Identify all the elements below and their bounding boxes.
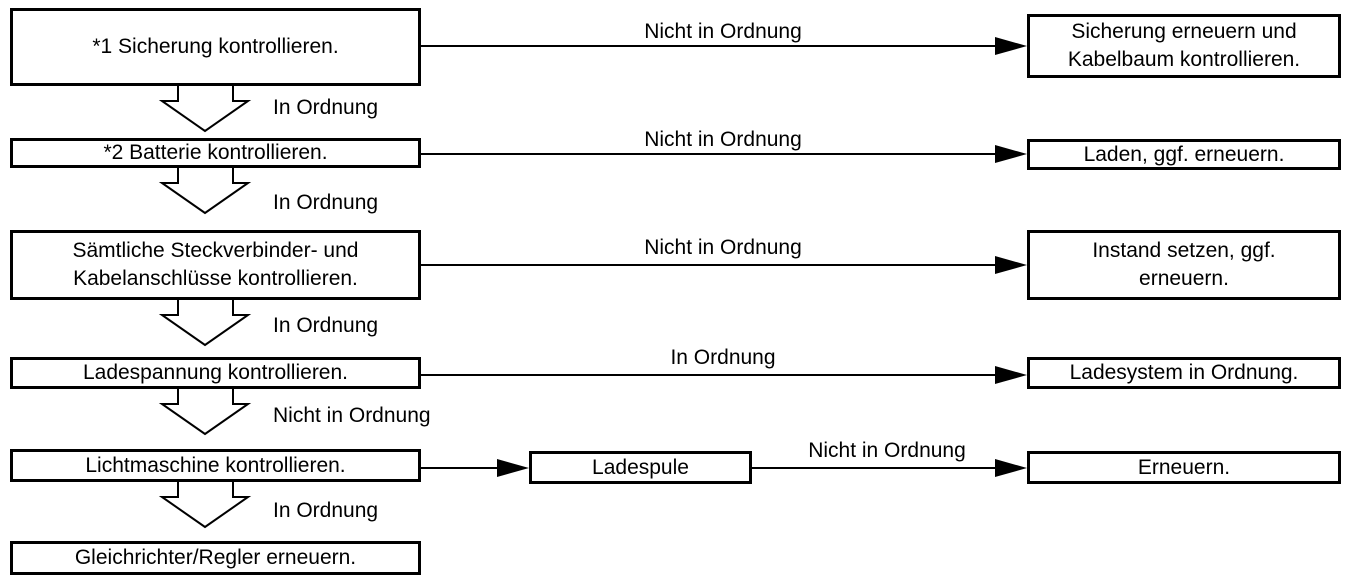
- down-arrow-1: [158, 84, 252, 133]
- down-label-1: In Ordnung: [273, 96, 379, 119]
- branch-line-3: [419, 256, 1027, 274]
- branch-line-5b: [751, 459, 1027, 477]
- branch-line-1: [419, 37, 1027, 55]
- step-text-battery: *2 Batterie kontrollieren.: [103, 141, 328, 164]
- down-arrow-5: [158, 480, 252, 529]
- step-text-fuse: *1 Sicherung kontrollieren.: [92, 35, 339, 58]
- step-text-alternator: Lichtmaschine kontrollieren.: [85, 453, 346, 477]
- branch-line-2: [419, 145, 1027, 163]
- step-text-charging-voltage: Ladespannung kontrollieren.: [82, 361, 349, 384]
- result-box-replace: Erneuern.: [1027, 451, 1341, 484]
- step-text-rectifier: Gleichrichter/Regler erneuern.: [74, 546, 357, 569]
- down-label-3: In Ordnung: [273, 314, 379, 337]
- branch-label-3: Nicht in Ordnung: [644, 236, 802, 259]
- down-arrow-2: [158, 166, 252, 215]
- step-text-connectors: Sämtliche Steckverbinder- und Kabelansch…: [72, 239, 359, 290]
- branch-label-1: Nicht in Ordnung: [644, 20, 802, 43]
- step-box-battery: *2 Batterie kontrollieren.: [10, 138, 421, 168]
- result-text-connectors: Instand setzen, ggf. erneuern.: [1092, 239, 1276, 290]
- result-box-system-ok: Ladesystem in Ordnung.: [1027, 357, 1341, 389]
- result-text-fuse: Sicherung erneuern und Kabelbaum kontrol…: [1067, 20, 1301, 71]
- branch-label-2: Nicht in Ordnung: [644, 128, 802, 151]
- step-box-charging-voltage: Ladespannung kontrollieren.: [10, 357, 421, 389]
- branch-line-5a: [419, 459, 529, 477]
- step-box-alternator: Lichtmaschine kontrollieren.: [10, 449, 421, 482]
- down-label-2: In Ordnung: [273, 191, 379, 214]
- intermediate-box-charging-coil: Ladespule: [529, 451, 752, 484]
- intermediate-text-charging-coil: Ladespule: [592, 455, 689, 479]
- step-box-connectors: Sämtliche Steckverbinder- und Kabelansch…: [10, 230, 421, 300]
- down-arrow-3: [158, 298, 252, 347]
- branch-label-5: Nicht in Ordnung: [808, 439, 966, 462]
- branch-label-4: In Ordnung: [670, 346, 776, 369]
- result-text-battery: Laden, ggf. erneuern.: [1083, 142, 1285, 166]
- down-label-5: In Ordnung: [273, 499, 379, 522]
- result-text-replace: Erneuern.: [1137, 455, 1231, 479]
- result-box-connectors: Instand setzen, ggf. erneuern.: [1027, 230, 1341, 300]
- result-box-battery: Laden, ggf. erneuern.: [1027, 139, 1341, 170]
- down-label-4: Nicht in Ordnung: [273, 404, 431, 427]
- step-box-rectifier: Gleichrichter/Regler erneuern.: [10, 541, 421, 575]
- branch-line-4: [419, 366, 1027, 384]
- down-arrow-4: [158, 387, 252, 436]
- result-box-fuse: Sicherung erneuern und Kabelbaum kontrol…: [1027, 14, 1341, 78]
- step-box-fuse: *1 Sicherung kontrollieren.: [10, 8, 421, 86]
- result-text-system-ok: Ladesystem in Ordnung.: [1069, 361, 1299, 384]
